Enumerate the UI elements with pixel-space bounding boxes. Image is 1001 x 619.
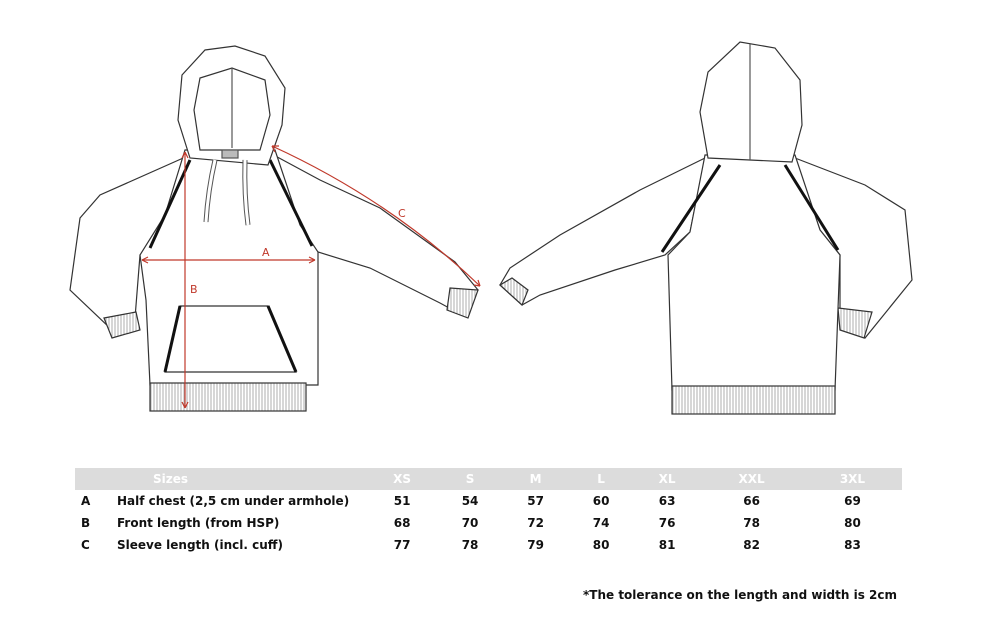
- size-header-xs: XS: [367, 468, 438, 490]
- hoodie-technical-drawing: A B C: [69, 41, 913, 415]
- tolerance-note: *The tolerance on the length and width i…: [583, 588, 897, 602]
- cell-value: 72: [527, 516, 544, 530]
- back-left-cuff: [498, 277, 529, 307]
- size-header-m: M: [502, 468, 569, 490]
- cell-value: 80: [844, 516, 861, 530]
- measure-b-label: B: [190, 283, 198, 296]
- row-label: Front length (from HSP): [117, 516, 280, 530]
- cell-value: 74: [592, 516, 610, 530]
- cell-value: 81: [658, 538, 676, 552]
- row-label: Half chest (2,5 cm under armhole): [117, 494, 350, 508]
- hoodie-back-view: [498, 41, 913, 415]
- front-hem: [149, 382, 307, 412]
- table-row: B Front length (from HSP) 68 70 72 74 76…: [75, 512, 902, 534]
- row-code: C: [81, 538, 90, 552]
- hoodie-front-view: [69, 45, 479, 412]
- size-header-3xl: 3XL: [802, 468, 902, 490]
- measure-a-label: A: [262, 246, 270, 259]
- cell-value: 78: [743, 516, 760, 530]
- size-chart-table: Sizes XS S M L XL XXL 3XL A Half chest (…: [75, 468, 902, 556]
- code-header: [75, 468, 111, 490]
- cell-value: 66: [743, 494, 760, 508]
- size-header-xl: XL: [633, 468, 701, 490]
- row-code: B: [81, 516, 91, 530]
- back-right-cuff: [837, 307, 873, 339]
- measure-c-label: C: [398, 207, 406, 220]
- cell-value: 78: [461, 538, 479, 552]
- cell-value: 57: [527, 494, 544, 508]
- row-code: A: [81, 494, 91, 508]
- cell-value: 83: [844, 538, 861, 552]
- cell-value: 54: [461, 494, 479, 508]
- front-right-cuff: [446, 287, 479, 319]
- cell-value: 82: [743, 538, 760, 552]
- cell-value: 79: [527, 538, 544, 552]
- cell-value: 77: [393, 538, 411, 552]
- sizes-header: Sizes: [111, 468, 367, 490]
- table-row: C Sleeve length (incl. cuff) 77 78 79 80…: [75, 534, 902, 556]
- size-header-row: Sizes XS S M L XL XXL 3XL: [75, 468, 902, 490]
- cell-value: 80: [592, 538, 610, 552]
- cell-value: 76: [658, 516, 676, 530]
- front-left-cuff: [103, 311, 141, 339]
- cell-value: 68: [393, 516, 411, 530]
- cell-value: 51: [393, 494, 411, 508]
- measurement-guides: [141, 145, 481, 409]
- cell-value: 70: [461, 516, 479, 530]
- size-header-l: L: [568, 468, 634, 490]
- back-hood: [699, 41, 803, 163]
- size-header-s: S: [437, 468, 503, 490]
- cell-value: 63: [658, 494, 676, 508]
- measure-c-line: [271, 145, 481, 287]
- cell-value: 60: [592, 494, 610, 508]
- table-row: A Half chest (2,5 cm under armhole) 51 5…: [75, 490, 902, 512]
- back-hem: [671, 385, 836, 415]
- size-header-xxl: XXL: [700, 468, 803, 490]
- cell-value: 69: [844, 494, 861, 508]
- row-label: Sleeve length (incl. cuff): [117, 538, 283, 552]
